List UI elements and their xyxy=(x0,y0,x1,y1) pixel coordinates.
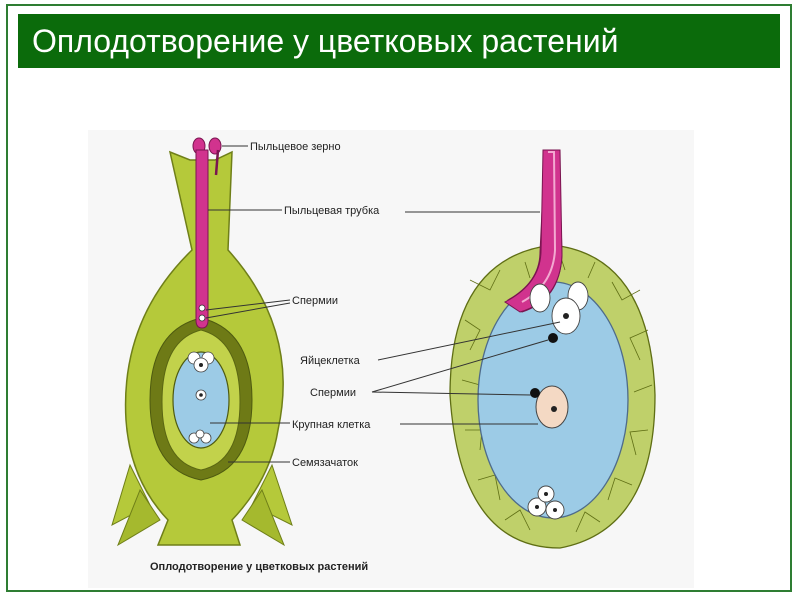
label-pollen-grain: Пыльцевое зерно xyxy=(250,141,341,153)
pistil xyxy=(112,138,292,545)
label-ovule: Семязачаток xyxy=(292,457,358,469)
diagram-caption: Оплодотворение у цветковых растений xyxy=(150,561,368,573)
label-sperm-mid: Спермии xyxy=(310,387,356,399)
label-sperm-top: Спермии xyxy=(292,295,338,307)
sperm-egg xyxy=(548,333,558,343)
label-pollen-tube: Пыльцевая трубка xyxy=(284,205,380,217)
sperm-central xyxy=(530,388,540,398)
ovule-magnified xyxy=(450,150,655,548)
label-egg-cell: Яйцеклетка xyxy=(300,355,361,367)
pollen-tube-left xyxy=(196,150,208,328)
label-large-cell: Крупная клетка xyxy=(292,419,371,431)
